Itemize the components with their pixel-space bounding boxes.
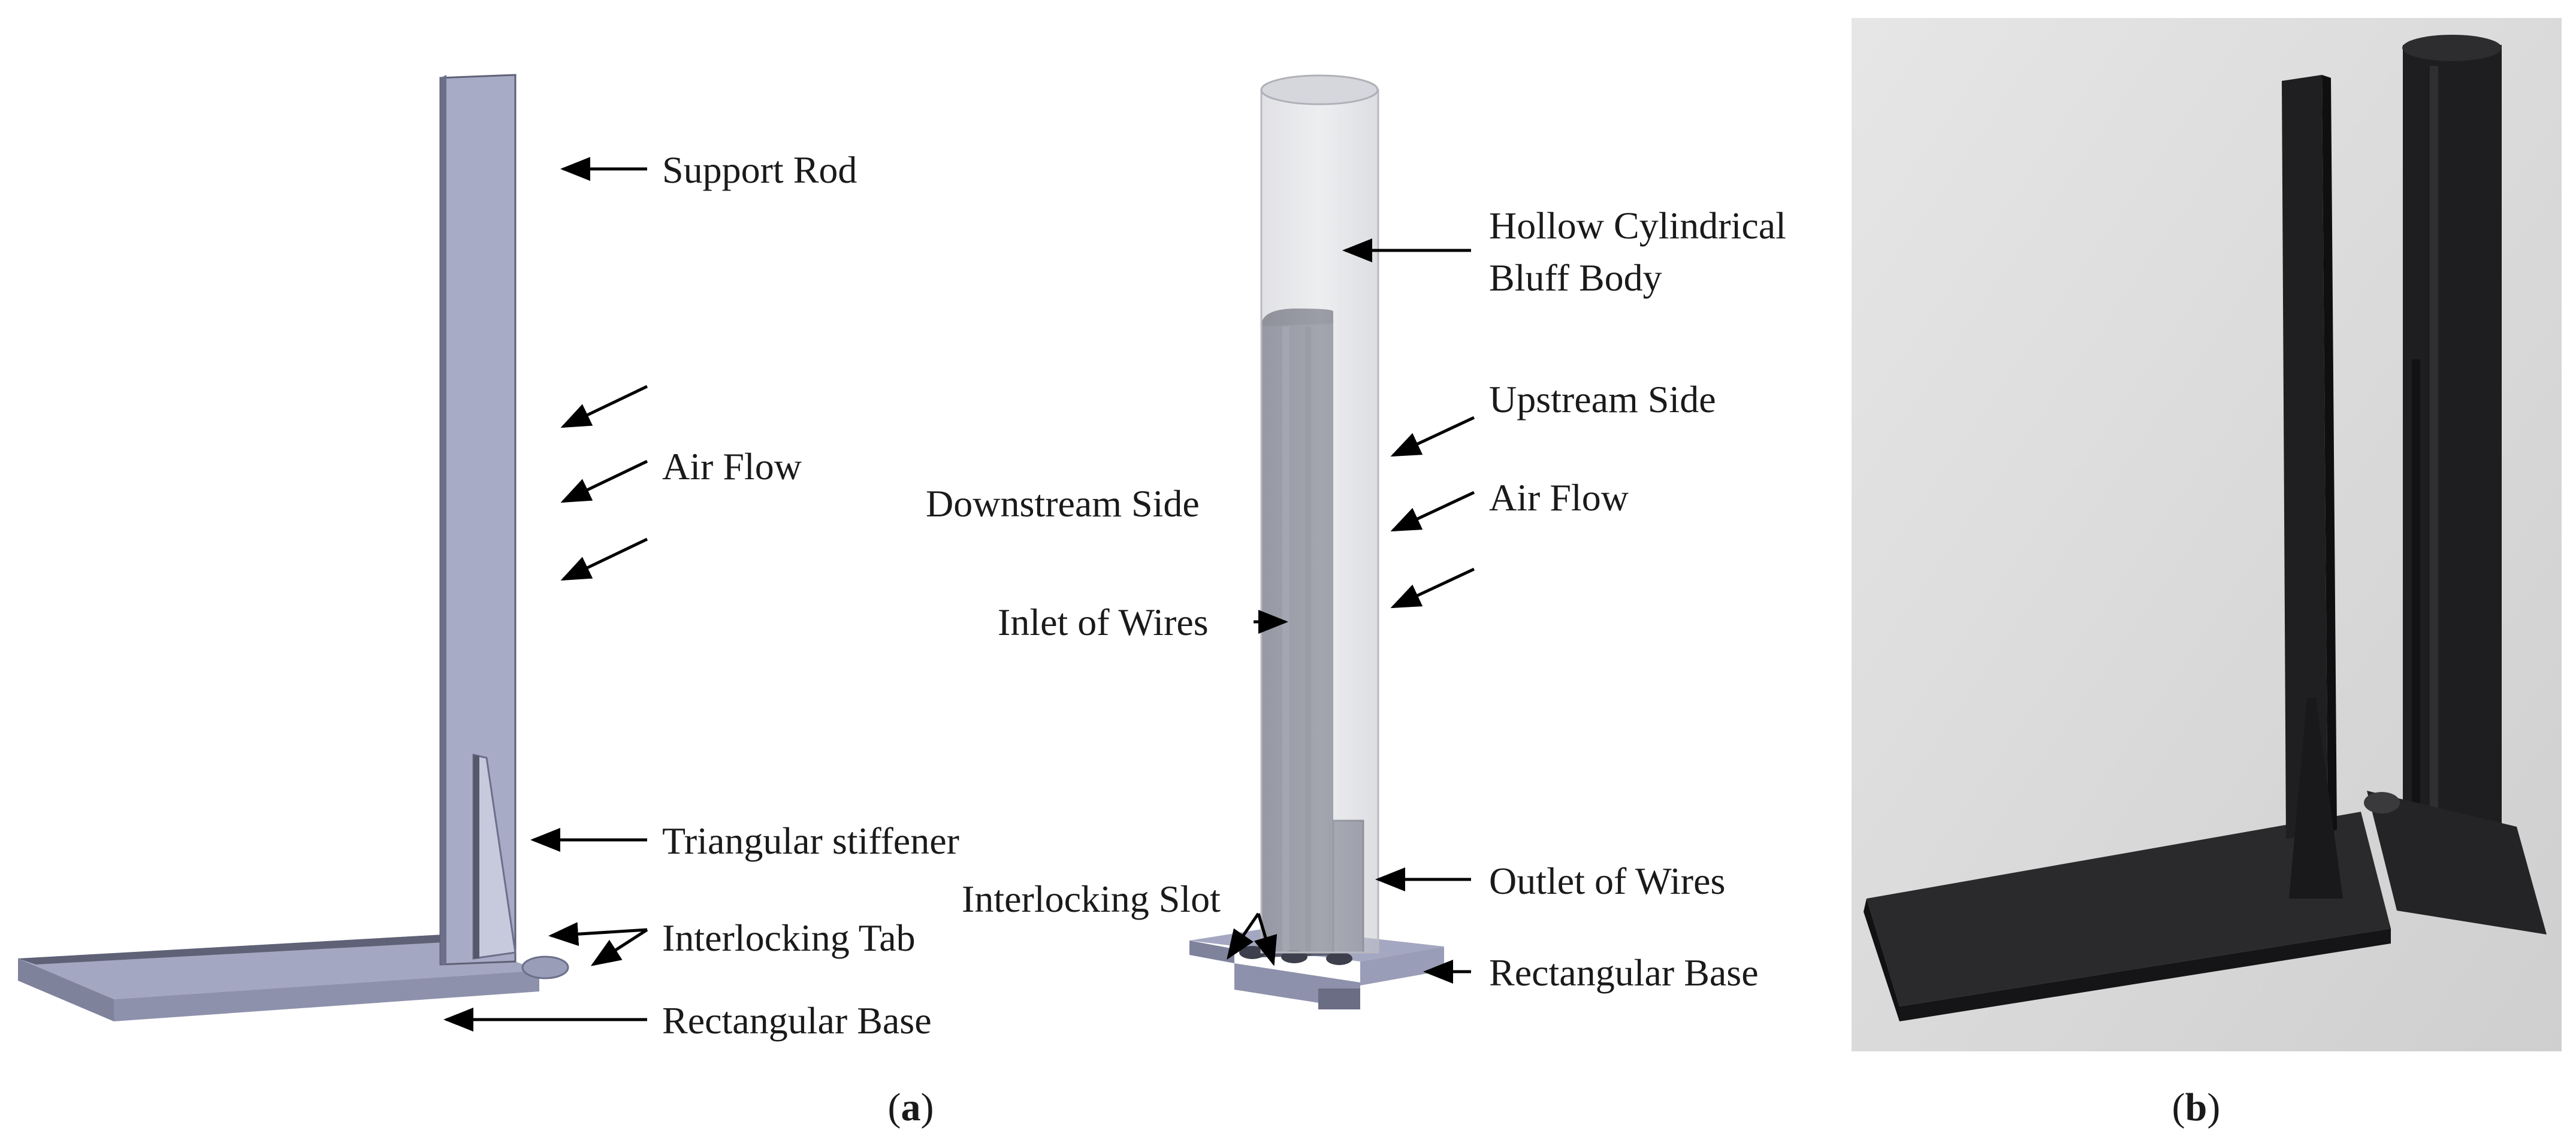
hollow-cylinder-top xyxy=(1260,74,1379,105)
arrow-interlocking-tab-2 xyxy=(590,928,648,966)
bluff-base-left-face xyxy=(1189,941,1234,963)
label-triangular-stiffener: Triangular stiffener xyxy=(662,820,959,862)
air-flow-arrow-2 xyxy=(560,459,648,503)
label-downstream-side: Downstream Side xyxy=(926,482,1200,525)
photo-cylinder-base-tab xyxy=(2364,792,2400,814)
right-model-annotations: Hollow Cylindrical Bluff Body Upstream S… xyxy=(926,204,1786,994)
photo-printed-prototype xyxy=(1852,18,2562,1051)
label-rectangular-base-right: Rectangular Base xyxy=(1489,951,1759,994)
model-bluff-body-assembly xyxy=(1189,74,1444,1009)
rectangular-base-front xyxy=(18,958,114,1021)
air-flow-arrow-3 xyxy=(560,537,648,581)
base-shadow xyxy=(18,935,455,964)
label-support-rod: Support Rod xyxy=(662,149,857,191)
arrow-interlocking-slot-2 xyxy=(1254,913,1278,966)
arrow-interlocking-tab-1 xyxy=(548,922,648,947)
hollow-cylinder-body xyxy=(1260,89,1379,954)
photo-stiffener xyxy=(2289,698,2343,899)
interlocking-tab xyxy=(521,955,569,979)
rectangular-base-top xyxy=(18,935,539,999)
label-interlocking-tab: Interlocking Tab xyxy=(662,917,916,959)
photo-support-rod xyxy=(2282,75,2328,839)
photo-cylinder-highlight xyxy=(2430,66,2438,869)
air-flow-right-arrow-2 xyxy=(1390,491,1475,532)
photo-cylinder-base xyxy=(2367,791,2547,935)
arrow-interlocking-slot-1 xyxy=(1227,912,1260,960)
photo-cylinder-top xyxy=(2402,35,2502,61)
photo-base-plate-edge2 xyxy=(1899,929,2391,1021)
photo-base-plate-edge xyxy=(1864,899,1899,1021)
air-flow-right-arrow-1 xyxy=(1390,416,1475,457)
photo-base-plate-top xyxy=(1867,812,2391,1006)
caption-b: (b) xyxy=(2172,1085,2221,1129)
air-flow-arrow-1 xyxy=(560,385,648,428)
label-interlocking-slot: Interlocking Slot xyxy=(962,878,1221,920)
photo-cylinder-slot xyxy=(2412,359,2420,839)
support-rod-edge xyxy=(440,75,446,964)
triangular-stiffener-shade xyxy=(473,755,479,958)
photo-support-rod-side xyxy=(2322,75,2337,833)
slot-hole-3 xyxy=(1326,952,1352,965)
label-inlet-of-wires: Inlet of Wires xyxy=(998,601,1209,643)
label-outlet-of-wires: Outlet of Wires xyxy=(1489,860,1725,902)
label-upstream-side: Upstream Side xyxy=(1489,378,1716,421)
label-air-flow-right: Air Flow xyxy=(1489,476,1629,519)
rectangular-base-side xyxy=(114,970,539,1021)
model-support-rod-assembly xyxy=(18,74,569,1021)
air-flow-right-arrow-3 xyxy=(1390,567,1475,609)
label-air-flow-left: Air Flow xyxy=(662,445,802,488)
label-bluff-body-line2: Bluff Body xyxy=(1489,256,1662,299)
label-rectangular-base-left: Rectangular Base xyxy=(662,999,932,1042)
bluff-base-right-face xyxy=(1360,947,1444,985)
bluff-base-dark-bottom xyxy=(1318,988,1360,1009)
left-model-annotations: Support Rod Air Flow Triangular stiffene… xyxy=(443,149,959,1042)
label-bluff-body-line1: Hollow Cylindrical xyxy=(1489,204,1786,247)
caption-a: (a) xyxy=(888,1085,934,1129)
